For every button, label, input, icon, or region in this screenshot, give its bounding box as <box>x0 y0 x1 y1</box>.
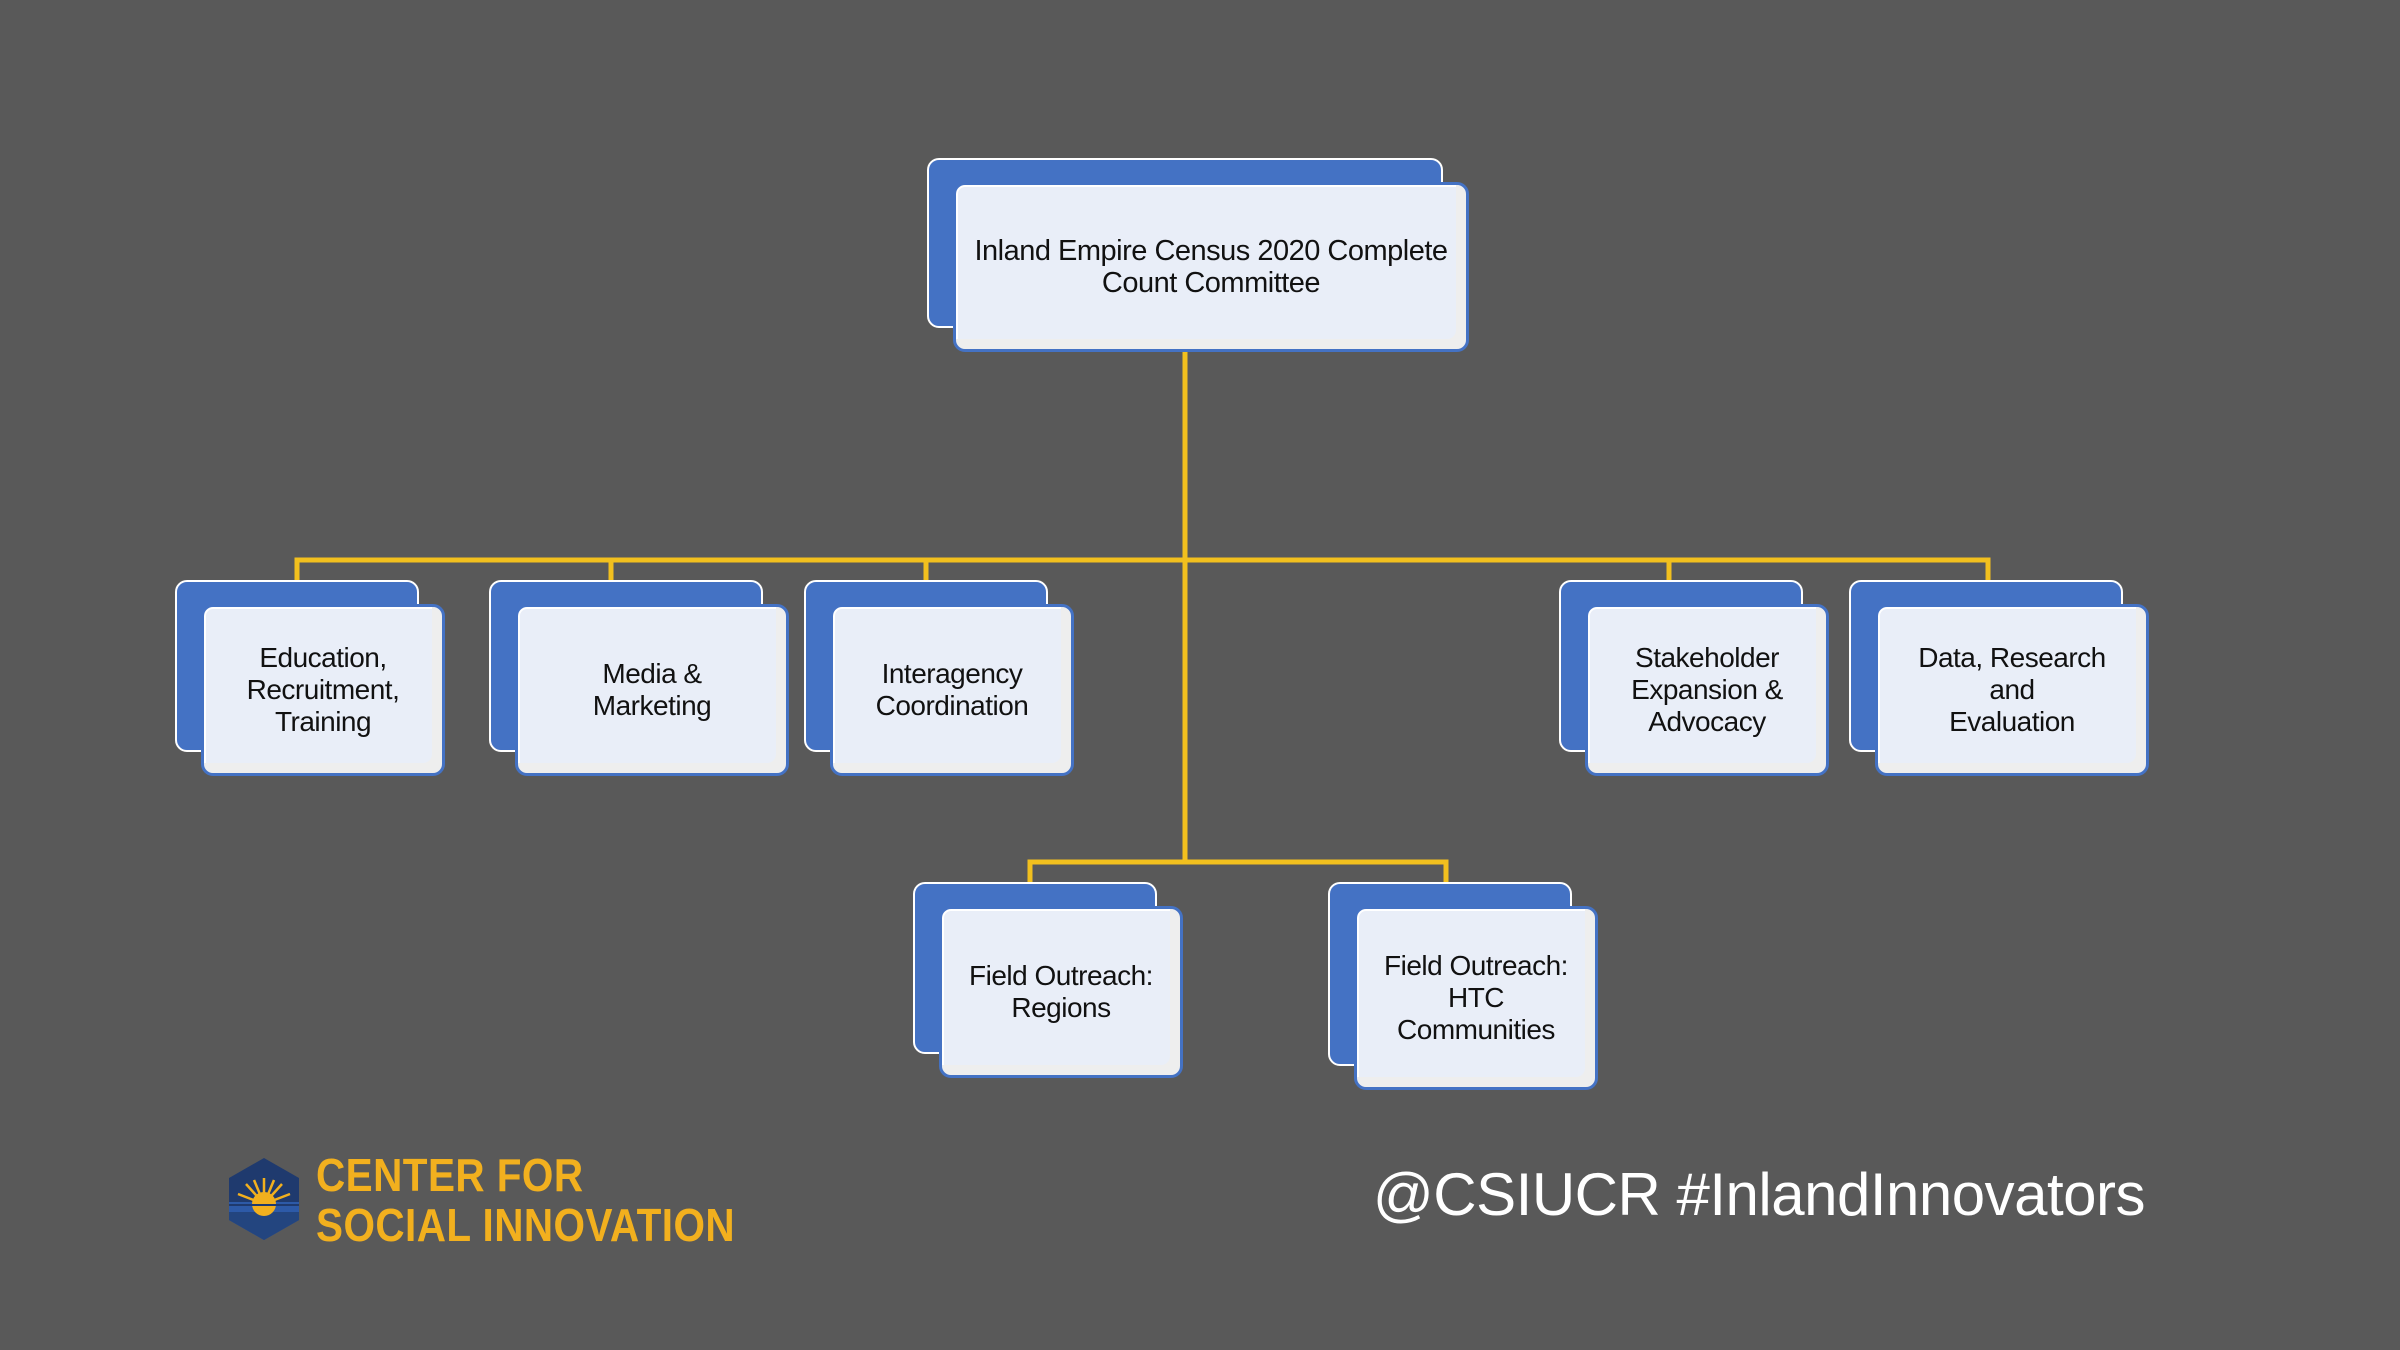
node-field-htc-label: Field Outreach: HTC Communities <box>1384 950 1568 1045</box>
logo-wordmark: CENTER FOR SOCIAL INNOVATION <box>316 1150 735 1250</box>
node-front-panel: Inland Empire Census 2020 Complete Count… <box>953 182 1469 352</box>
node-front-panel: Media & Marketing <box>515 604 789 776</box>
node-root-label: Inland Empire Census 2020 Complete Count… <box>974 235 1448 299</box>
node-front-panel: Stakeholder Expansion & Advocacy <box>1585 604 1829 776</box>
node-field-regions-label: Field Outreach: Regions <box>969 960 1153 1023</box>
node-interagency-label: Interagency Coordination <box>875 658 1029 721</box>
social-handle: @CSIUCR #InlandInnovators <box>1372 1161 2146 1228</box>
logo-line-2: SOCIAL INNOVATION <box>316 1199 736 1251</box>
node-front-panel: Interagency Coordination <box>830 604 1074 776</box>
node-stakeholder-label: Stakeholder Expansion & Advocacy <box>1631 642 1783 737</box>
node-education-label: Education, Recruitment, Training <box>246 642 400 737</box>
node-front-panel: Education, Recruitment, Training <box>201 604 445 776</box>
node-data-research-label: Data, Research and Evaluation <box>1918 642 2106 737</box>
node-front-panel: Data, Research and Evaluation <box>1875 604 2149 776</box>
node-front-panel: Field Outreach: HTC Communities <box>1354 906 1598 1090</box>
logo-line-1: CENTER FOR <box>316 1149 584 1201</box>
node-media-marketing-label: Media & Marketing <box>592 658 712 721</box>
sunrise-hexagon-icon <box>229 1158 299 1240</box>
node-front-panel: Field Outreach: Regions <box>939 906 1183 1078</box>
